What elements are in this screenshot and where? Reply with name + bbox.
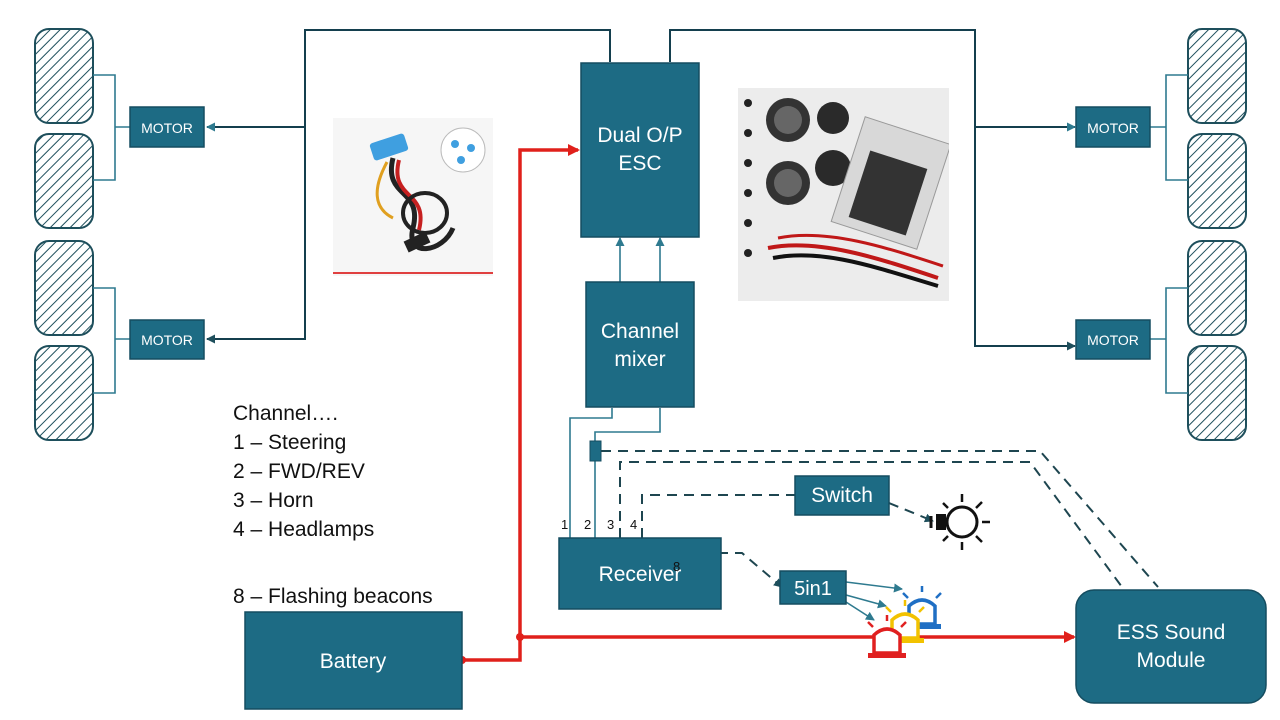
motor-label: MOTOR xyxy=(1087,120,1139,136)
esc-block: Dual O/P ESC xyxy=(580,62,700,238)
receiver-pin-1: 1 xyxy=(561,517,568,532)
wheel-icon xyxy=(34,345,94,441)
receiver-pin-3: 3 xyxy=(607,517,614,532)
receiver-label: Receiver xyxy=(599,563,682,586)
switch-block: Switch xyxy=(794,475,890,516)
wheel-icon xyxy=(1187,28,1247,124)
receiver-pin-8: 8 xyxy=(673,559,680,574)
splitter-connector xyxy=(589,440,602,462)
wheel-icon xyxy=(1187,133,1247,229)
esc-product-photo xyxy=(333,118,493,276)
receiver-pin-4: 4 xyxy=(630,517,637,532)
motor-label: MOTOR xyxy=(1087,332,1139,348)
motor-block-front-left: MOTOR xyxy=(129,106,205,148)
wheel-icon xyxy=(1187,345,1247,441)
channel-legend-item-1: 1 – Steering xyxy=(233,431,347,454)
wheel-icon xyxy=(1187,240,1247,336)
wheel-icon xyxy=(34,28,94,124)
channel-legend-heading: Channel…. xyxy=(233,402,339,425)
channel-legend-item-4: 4 – Headlamps xyxy=(233,518,375,541)
channel-legend-item-3: 3 – Horn xyxy=(233,489,314,512)
motor-block-rear-left: MOTOR xyxy=(129,319,205,360)
motor-label: MOTOR xyxy=(141,332,193,348)
ess-sound-module-block: ESS Sound Module xyxy=(1075,589,1267,704)
switch-label: Switch xyxy=(811,484,873,507)
channel-legend-beacons: 8 – Flashing beacons xyxy=(233,585,433,608)
motor-block-front-right: MOTOR xyxy=(1075,106,1151,148)
sound-label-line2: Module xyxy=(1137,649,1206,672)
mixer-label-line2: mixer xyxy=(614,348,665,371)
wheel-icon xyxy=(34,133,94,229)
battery-label: Battery xyxy=(320,650,387,673)
mixer-label-line1: Channel xyxy=(601,320,679,343)
light-bulb-icon xyxy=(929,494,990,550)
fivein1-label: 5in1 xyxy=(794,578,832,600)
beacon-icon xyxy=(867,615,907,658)
motor-label: MOTOR xyxy=(141,120,193,136)
fivein1-block: 5in1 xyxy=(779,570,847,605)
esc-label-line2: ESC xyxy=(618,152,661,175)
battery-block: Battery xyxy=(244,611,463,710)
receiver-pin-2: 2 xyxy=(584,517,591,532)
channel-mixer-block: Channel mixer xyxy=(585,281,695,408)
motor-block-rear-right: MOTOR xyxy=(1075,319,1151,360)
receiver-block: Receiver xyxy=(558,537,722,610)
wheel-icon xyxy=(34,240,94,336)
beacon-icon xyxy=(902,586,942,629)
esc-label-line1: Dual O/P xyxy=(597,124,682,147)
power-junction xyxy=(516,633,524,641)
channel-legend-item-2: 2 – FWD/REV xyxy=(233,460,365,483)
headlamp-product-photo xyxy=(738,88,952,301)
sound-label-line1: ESS Sound xyxy=(1117,621,1226,644)
